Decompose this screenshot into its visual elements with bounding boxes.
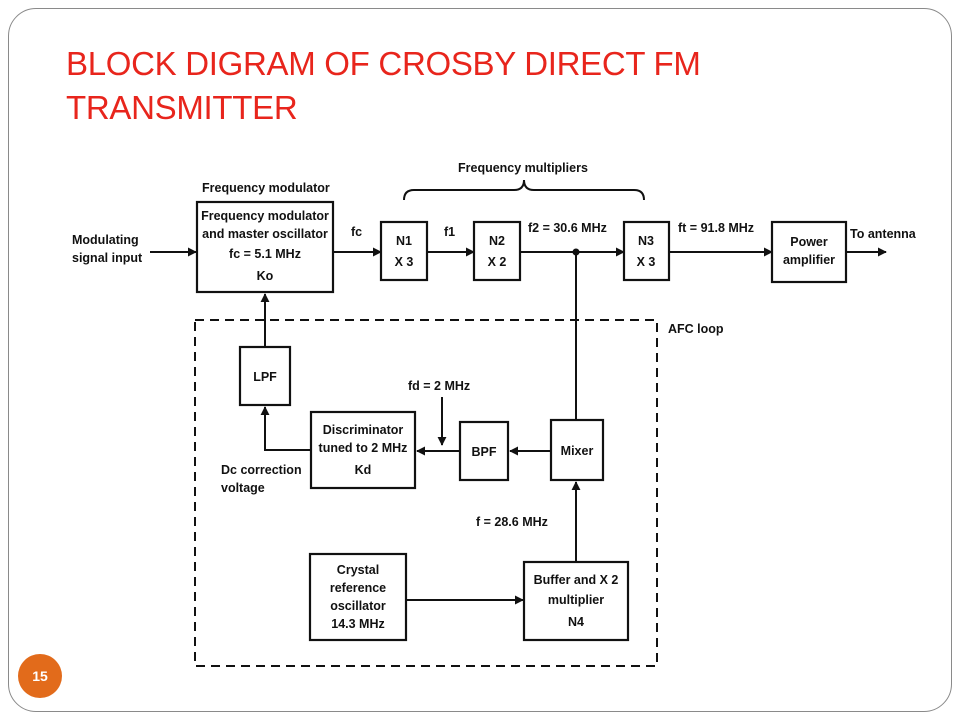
n1-multiplier-block xyxy=(379,220,429,282)
fm-block-line-2: and master oscillator xyxy=(202,227,328,241)
ft-label: ft = 91.8 MHz xyxy=(678,221,754,235)
discriminator-line-1: Discriminator xyxy=(323,423,404,437)
n2-line-2: X 2 xyxy=(488,255,507,269)
n2-multiplier-block xyxy=(472,220,522,282)
multipliers-brace xyxy=(403,179,645,201)
bpf-block xyxy=(458,420,510,482)
page-number-badge: 15 xyxy=(18,654,62,698)
n3-line-1: N3 xyxy=(638,234,654,248)
power-amplifier-block xyxy=(770,220,848,284)
crystal-line-4: 14.3 MHz xyxy=(331,617,385,631)
buffer-multiplier-block xyxy=(522,560,630,642)
crystal-oscillator-block xyxy=(308,552,408,642)
frequency-modulator-heading: Frequency modulator xyxy=(202,181,330,195)
lpf-block xyxy=(238,345,292,407)
f1-label: f1 xyxy=(444,225,455,239)
n2-line-1: N2 xyxy=(489,234,505,248)
discriminator-block xyxy=(309,410,417,490)
crystal-line-3: oscillator xyxy=(330,599,386,613)
slide-title: BLOCK DIGRAM OF CROSBY DIRECT FM TRANSMI… xyxy=(66,42,826,130)
buffer-line-3: N4 xyxy=(568,615,584,629)
afc-loop-label: AFC loop xyxy=(668,322,724,336)
fm-block-line-4: Ko xyxy=(257,269,274,283)
f-mix-label: f = 28.6 MHz xyxy=(476,515,548,529)
fm-block-line-1: Frequency modulator xyxy=(201,209,329,223)
f2-label: f2 = 30.6 MHz xyxy=(528,221,607,235)
fc-label: fc xyxy=(351,225,362,239)
discriminator-line-3: Kd xyxy=(355,463,372,477)
dc-correction-label-2: voltage xyxy=(221,481,265,495)
frequency-multipliers-heading: Frequency multipliers xyxy=(458,161,588,175)
n1-line-1: N1 xyxy=(396,234,412,248)
modulating-input-label: Modulating xyxy=(72,233,139,247)
discriminator-line-2: tuned to 2 MHz xyxy=(319,441,408,455)
to-antenna-label: To antenna xyxy=(850,227,917,241)
n3-multiplier-block xyxy=(622,220,671,282)
power-amp-line-1: Power xyxy=(790,235,828,249)
mixer-label: Mixer xyxy=(561,444,594,458)
dc-correction-label: Dc correction xyxy=(221,463,302,477)
buffer-line-2: multiplier xyxy=(548,593,604,607)
bpf-label: BPF xyxy=(472,445,497,459)
buffer-line-1: Buffer and X 2 xyxy=(534,573,619,587)
crystal-line-2: reference xyxy=(330,581,386,595)
frequency-modulator-block xyxy=(195,200,335,294)
slide-frame xyxy=(8,8,952,712)
n3-line-2: X 3 xyxy=(637,255,656,269)
afc-loop-boundary xyxy=(194,319,658,667)
n1-line-2: X 3 xyxy=(395,255,414,269)
fm-block-line-3: fc = 5.1 MHz xyxy=(229,247,301,261)
modulating-input-label-2: signal input xyxy=(72,251,143,265)
slide-title-line-1: BLOCK DIGRAM OF CROSBY DIRECT FM xyxy=(66,45,701,82)
slide-title-line-2: TRANSMITTER xyxy=(66,89,298,126)
fd-label: fd = 2 MHz xyxy=(408,379,470,393)
power-amp-line-2: amplifier xyxy=(783,253,835,267)
crystal-line-1: Crystal xyxy=(337,563,379,577)
lpf-label: LPF xyxy=(253,370,277,384)
disc-to-lpf-wire xyxy=(260,406,311,451)
